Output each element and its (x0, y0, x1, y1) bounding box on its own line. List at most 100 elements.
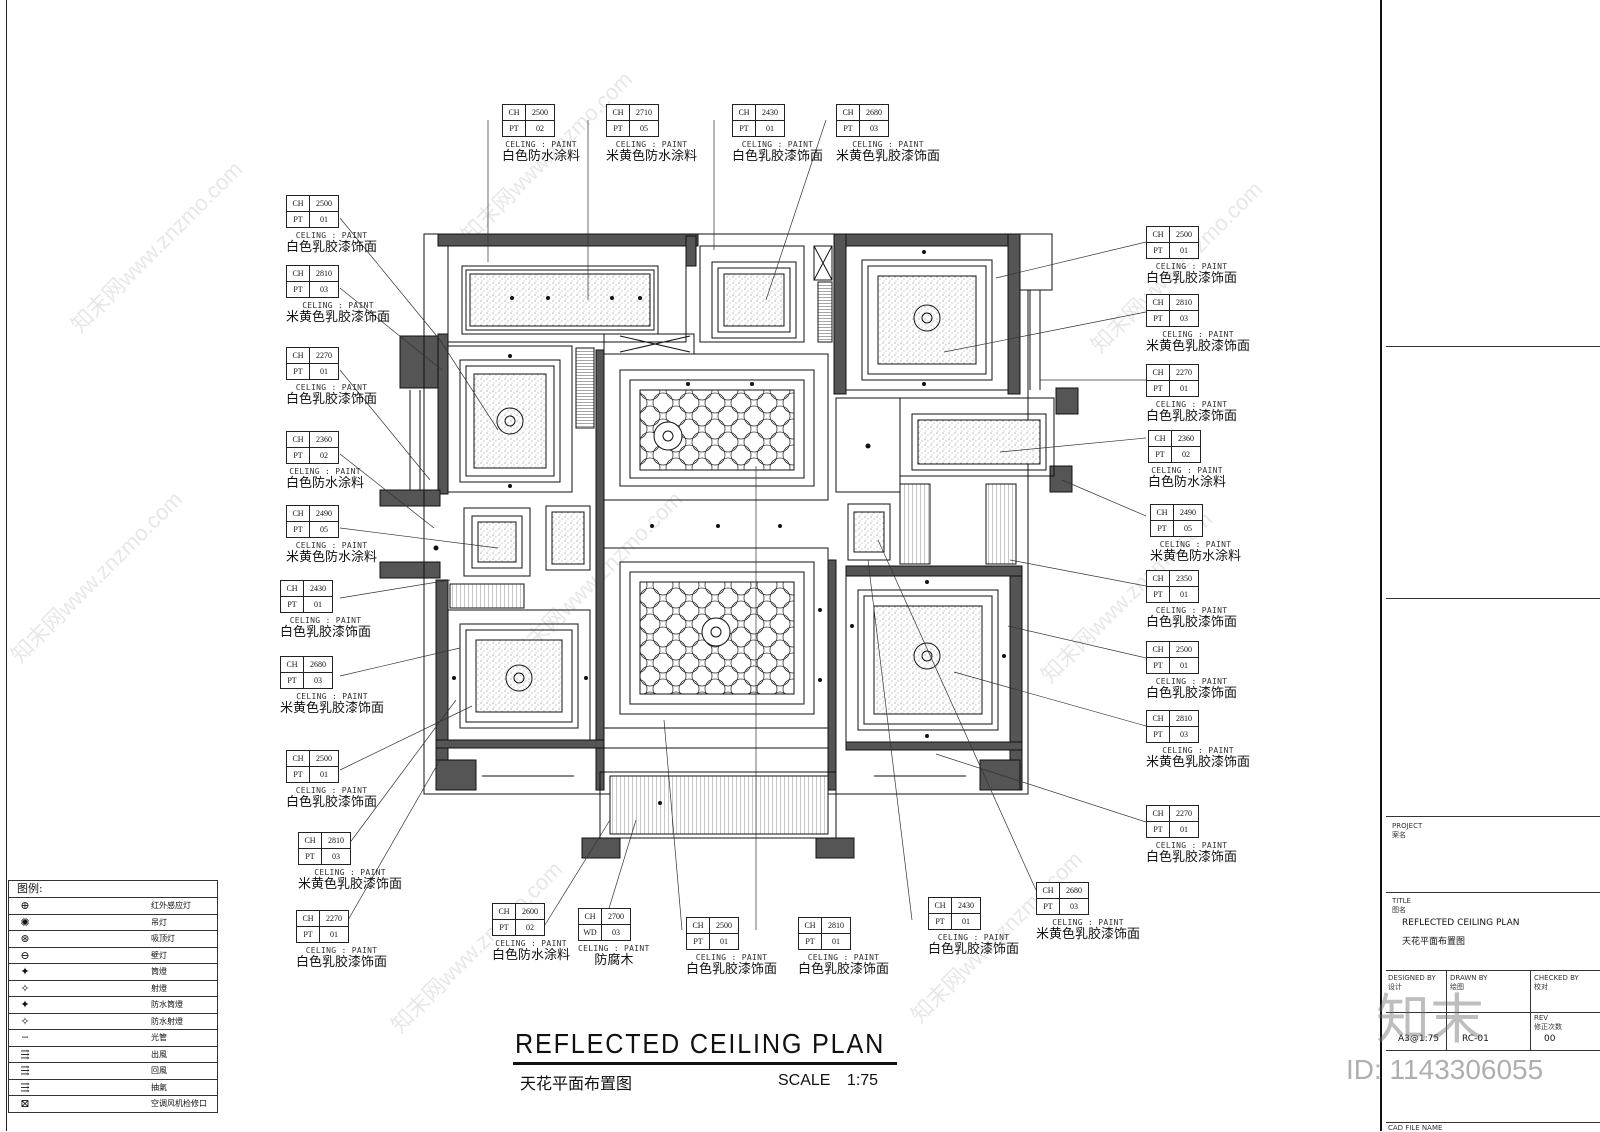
drawing-number: RC-01 (1462, 1034, 1489, 1044)
tag-ch-value: 2810 (821, 917, 851, 934)
tag-code: PT (1146, 586, 1170, 603)
infrared-sensor-light-icon: ⊕ (20, 899, 30, 913)
pendant-light-icon: ✺ (20, 915, 30, 929)
tag-number: 01 (951, 913, 981, 930)
legend-row: ⊖壁灯 (9, 948, 217, 964)
return-air-icon: ⇶ (20, 1064, 30, 1078)
tag-number: 01 (309, 363, 339, 380)
tag-code: PT (286, 281, 310, 298)
tag-ch-value: 2500 (309, 750, 339, 767)
tag-ch-value: 2680 (859, 104, 889, 121)
tag-ch-key: CH (1036, 882, 1060, 899)
tag-ch-key: CH (1150, 504, 1174, 521)
legend-label: 壁灯 (151, 950, 167, 960)
tag-code: PT (286, 363, 310, 380)
tag-code: PT (286, 447, 310, 464)
tag-number: 01 (1169, 242, 1199, 259)
tag-celing-text: CELING : PAINT (1155, 262, 1228, 271)
tag-ch-value: 2810 (321, 832, 351, 849)
tag-number: 01 (821, 933, 851, 950)
tag-ch-key: CH (286, 750, 310, 767)
tag-celing-text: CELING : PAINT (1155, 841, 1228, 850)
tag-code: PT (1146, 657, 1170, 674)
rev-label: REV (1534, 1014, 1549, 1022)
drawn-by-label-cn: 绘图 (1450, 983, 1464, 991)
exhaust-icon: ⇶ (20, 1080, 30, 1094)
tag-number: 01 (709, 933, 739, 950)
legend-row: ✧防水射燈 (9, 1014, 217, 1030)
plan-title: REFLECTED CEILING PLAN (515, 1028, 886, 1059)
legend-label: 空调风机检修口 (151, 1099, 207, 1109)
watermark-id: ID: 1143306055 (1346, 1054, 1544, 1085)
tag-ch-value: 2350 (1169, 570, 1199, 587)
tag-number: 03 (303, 672, 333, 689)
tag-celing-text: CELING : PAINT (302, 301, 374, 310)
tag-code: PT (1150, 520, 1174, 537)
tag-material: 白色乳胶漆饰面 (286, 795, 378, 810)
tag-code: PT (1036, 898, 1060, 915)
tag-material: 米黄色乳胶漆饰面 (1146, 755, 1251, 770)
downlight-icon: ✦ (20, 965, 30, 979)
tag-number: 01 (303, 596, 333, 613)
tag-celing-text: CELING : PAINT (1155, 677, 1228, 686)
tag-ch-key: CH (798, 917, 822, 934)
tag-ch-key: CH (836, 104, 860, 121)
tag-material: 白色乳胶漆饰面 (732, 149, 824, 164)
designed-by-label-cn: 设计 (1388, 983, 1402, 991)
spotlight-icon: ✧ (20, 981, 30, 995)
tag-material: 米黄色乳胶漆饰面 (1146, 339, 1251, 354)
tag-celing-text: CELING : PAINT (314, 868, 386, 877)
tag-ch-key: CH (502, 104, 526, 121)
tag-ch-key: CH (286, 431, 310, 448)
waterproof-spotlight-icon: ✧ (20, 1014, 30, 1028)
tag-material: 白色乳胶漆饰面 (686, 962, 778, 977)
waterproof-downlight-icon: ✦ (20, 998, 30, 1012)
tag-ch-value: 2600 (515, 903, 545, 920)
tag-ch-value: 2680 (1059, 882, 1089, 899)
tag-number: 03 (1059, 898, 1089, 915)
designed-by-label: DESIGNED BY (1388, 974, 1436, 982)
tag-code: PT (1146, 726, 1170, 743)
title-underline (513, 1062, 897, 1065)
title-value: REFLECTED CEILING PLAN (1402, 918, 1520, 928)
legend-label: 筒燈 (151, 967, 167, 977)
tag-code: PT (280, 596, 304, 613)
tag-code: WD (578, 924, 602, 941)
ac-access-panel-icon: ⊠ (20, 1097, 30, 1111)
legend-label: 红外感应灯 (151, 901, 191, 911)
tb-vline (1530, 970, 1531, 1050)
tag-ch-value: 2500 (525, 104, 555, 121)
tag-code: PT (1148, 446, 1172, 463)
tag-celing-text: CELING : PAINT (1155, 400, 1228, 409)
cad-file-label: CAD FILE NAME (1388, 1124, 1443, 1132)
legend-row: ✦防水筒燈 (9, 997, 217, 1014)
tag-celing-text: CELING : PAINT (937, 933, 1010, 942)
title-block: PROJECT 案名 TITLE 图名 REFLECTED CEILING PL… (1380, 0, 1600, 1132)
title-label-cn: 图名 (1392, 906, 1406, 914)
tag-material: 白色乳胶漆饰面 (280, 625, 372, 640)
